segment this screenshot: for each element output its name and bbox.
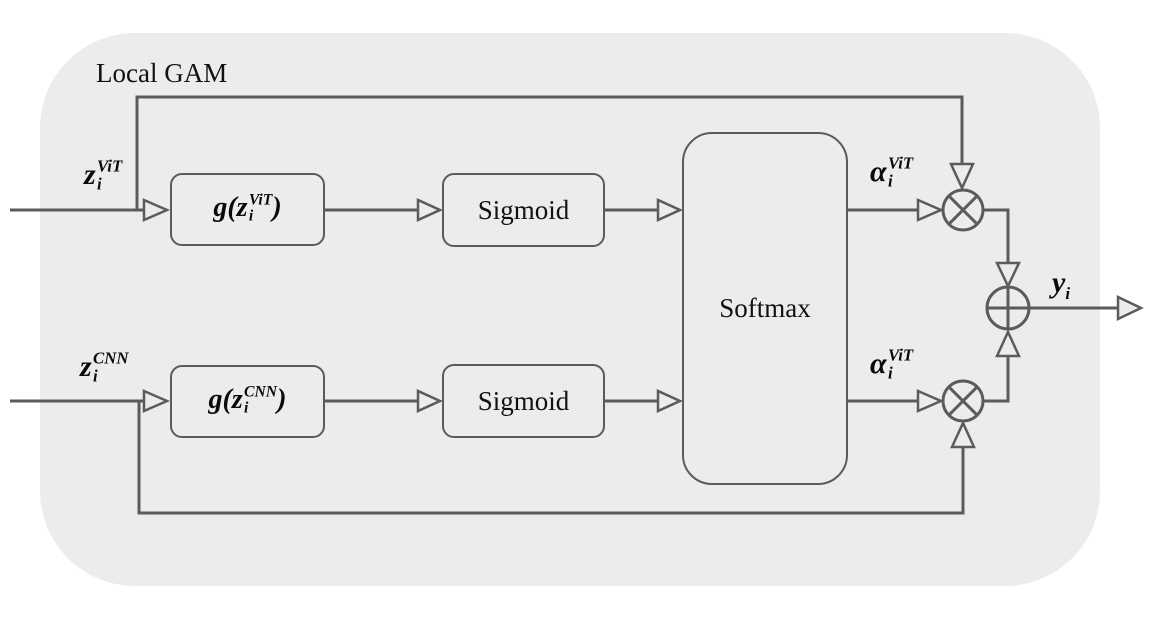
panel-title: Local GAM: [96, 58, 227, 89]
input-cnn-sub: i: [93, 366, 98, 386]
add-node-icon: [985, 285, 1031, 331]
arrowhead-icon: [995, 328, 1021, 358]
input-vit-sup: ViT: [97, 157, 123, 177]
gate-bottom-sub: i: [244, 399, 249, 417]
arrowhead-icon: [995, 261, 1021, 289]
softmax-label: Softmax: [719, 293, 811, 323]
sigmoid-box-top: Sigmoid: [442, 173, 605, 247]
sigmoid-box-bottom: Sigmoid: [442, 364, 605, 438]
multiply-node-bottom-icon: [941, 379, 985, 423]
weight-bottom-sup: ViT: [887, 346, 914, 366]
arrowhead-icon: [416, 389, 444, 413]
weight-bottom-sub: i: [887, 363, 893, 383]
arrowhead-icon: [142, 198, 171, 222]
local-gam-panel: [40, 33, 1100, 586]
gate-top-post: ): [272, 192, 282, 224]
output-base: y: [1052, 266, 1066, 299]
panel-title-text: Local GAM: [96, 58, 228, 88]
arrowheads: [142, 162, 1144, 449]
arrowhead-icon: [142, 389, 171, 413]
weight-top-base: α: [870, 155, 887, 188]
arrowhead-icon: [656, 389, 684, 413]
arrowhead-icon: [656, 198, 684, 222]
input-cnn-base: z: [80, 350, 92, 383]
arrowhead-icon: [916, 389, 945, 413]
gate-top-sup: ViT: [248, 191, 273, 209]
connector-lines: [10, 95, 1118, 515]
weight-bottom-base: α: [870, 347, 887, 380]
arrowhead-icon: [416, 198, 444, 222]
input-vit-sub: i: [97, 174, 102, 194]
arrowhead-icon: [916, 198, 945, 222]
arrowhead-icon: [950, 419, 976, 449]
arrowhead-icon: [949, 162, 975, 192]
output-label: yi: [1052, 266, 1070, 304]
arrowhead-icon: [1116, 295, 1144, 321]
input-vit-base: z: [84, 158, 96, 191]
multiply-node-top-icon: [941, 188, 985, 232]
gate-bottom-post: ): [277, 384, 287, 416]
weight-top-sub: i: [887, 171, 893, 191]
gate-top-sub: i: [248, 207, 254, 225]
gate-top-pre: g(z: [213, 192, 248, 224]
sigmoid-label-top: Sigmoid: [477, 194, 570, 225]
output-sub: i: [1065, 284, 1070, 303]
input-cnn-sup: CNN: [93, 349, 129, 369]
gate-bottom-sup: CNN: [244, 383, 278, 401]
sigmoid-label-bottom: Sigmoid: [477, 385, 570, 416]
gate-bottom-pre: g(z: [208, 384, 243, 416]
weight-top-sup: ViT: [887, 154, 914, 174]
softmax-box: Softmax: [682, 132, 848, 485]
